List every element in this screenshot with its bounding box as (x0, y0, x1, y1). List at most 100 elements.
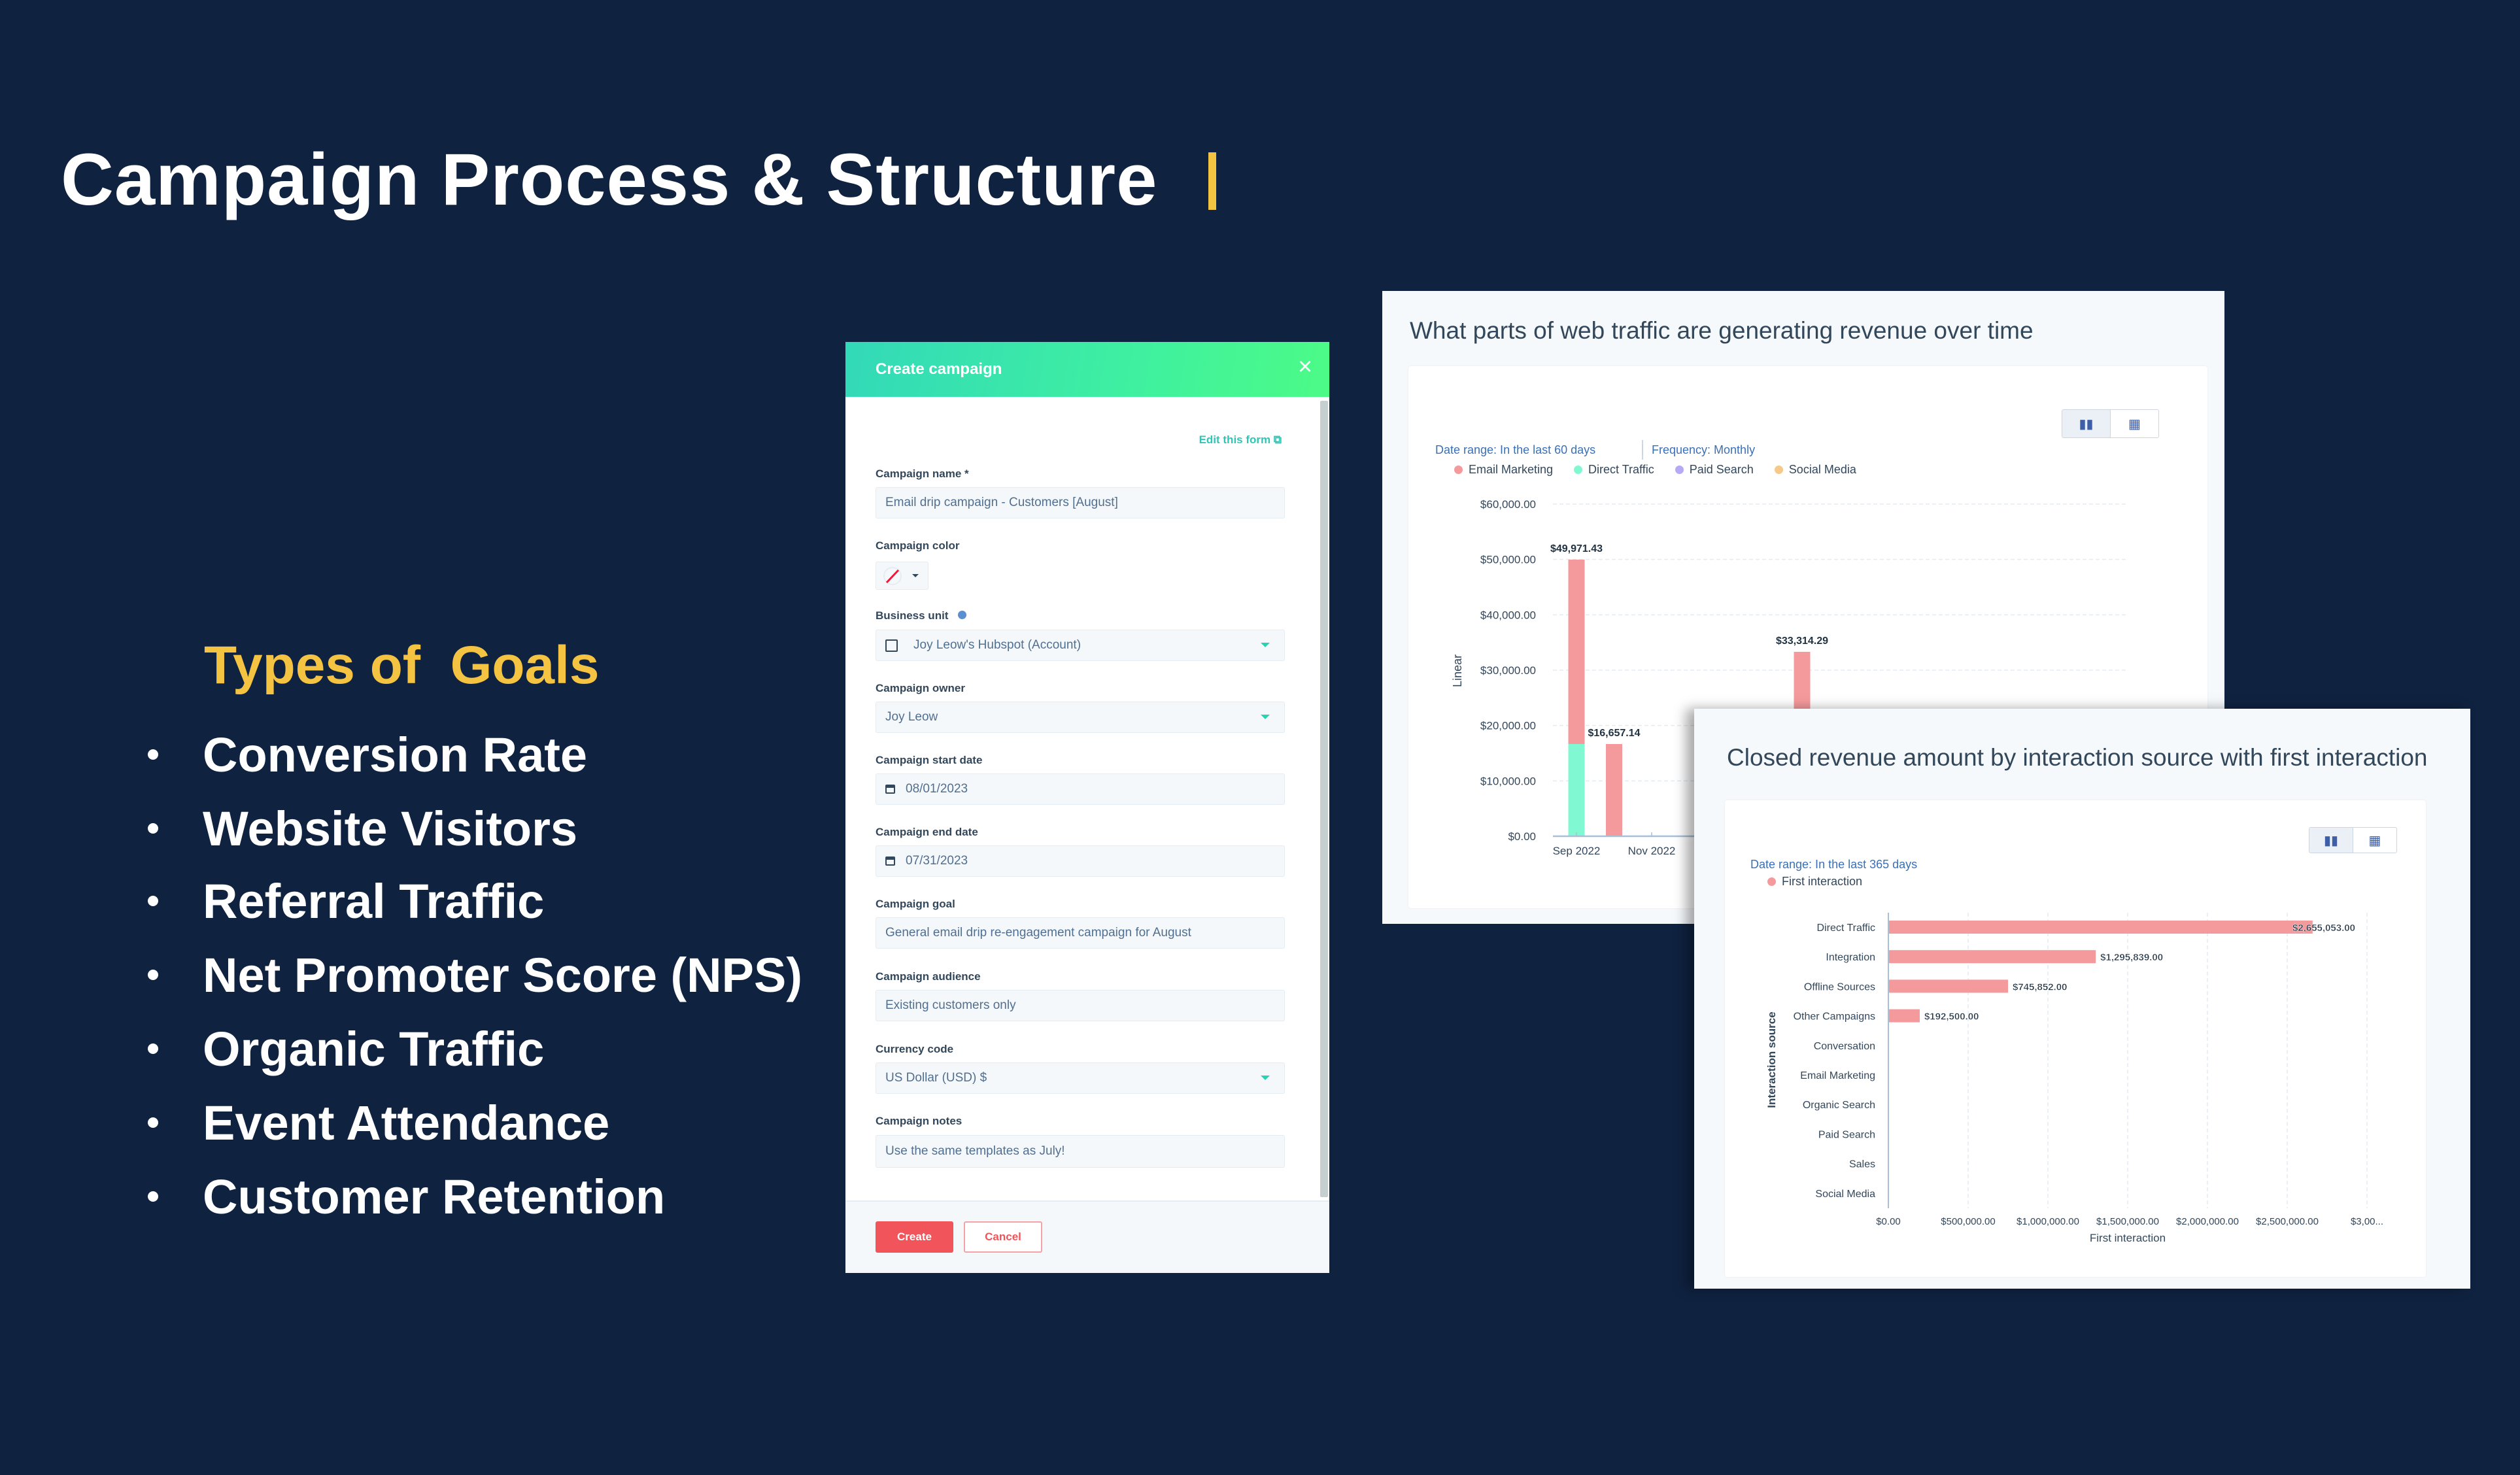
bullet-icon (148, 970, 158, 981)
bar-value-label: $33,314.29 (1776, 636, 1828, 647)
horizontal-bar-chart: $0.00$500,000.00$1,000,000.00$1,500,000.… (1765, 913, 2383, 1244)
campaign-name-value: Email drip campaign - Customers [August] (885, 496, 1118, 509)
campaign-goal-input[interactable]: General email drip re-engagement campaig… (876, 917, 1285, 949)
campaign-audience-label: Campaign audience (876, 970, 981, 983)
x-tick-label: $2,000,000.00 (2176, 1216, 2239, 1227)
external-link-icon: ⧉ (1273, 433, 1282, 446)
checkbox[interactable] (885, 639, 898, 652)
goal-item: Event Attendance (148, 1094, 609, 1153)
category-label: Organic Search (1803, 1100, 1875, 1111)
view-toggle: ▮▮ ▦ (2062, 409, 2159, 438)
x-tick-label: $1,500,000.00 (2096, 1216, 2159, 1227)
bar-first-interaction (1889, 979, 2008, 993)
goal-item: Organic Traffic (148, 1020, 544, 1079)
chart-view-icon[interactable]: ▮▮ (2309, 828, 2353, 853)
currency-code-value: US Dollar (USD) $ (885, 1071, 987, 1085)
goal-item: Website Visitors (148, 800, 577, 858)
y-tick-label: $10,000.00 (1480, 775, 1536, 787)
filter-divider (1642, 440, 1643, 460)
category-label: Paid Search (1818, 1129, 1875, 1140)
bar-first-interaction (1889, 1009, 1920, 1023)
campaign-owner-label: Campaign owner (876, 682, 965, 694)
dialog-footer: Create Cancel (845, 1200, 1329, 1273)
chart-card (1725, 800, 2426, 1277)
chevron-down-icon (1261, 715, 1270, 719)
chart-view-icon[interactable]: ▮▮ (2062, 410, 2111, 437)
start-date-value: 08/01/2023 (906, 782, 968, 796)
y-tick-label: $40,000.00 (1480, 609, 1536, 621)
x-tick-label: $2,500,000.00 (2256, 1216, 2319, 1227)
business-unit-select[interactable]: Joy Leow's Hubspot (Account) (876, 630, 1285, 661)
bar-first-interaction (1889, 921, 2313, 934)
edit-form-link[interactable]: Edit this form ⧉ (1199, 433, 1282, 447)
campaign-color-picker[interactable] (876, 562, 928, 590)
frequency-filter[interactable]: Frequency: Monthly (1652, 443, 1756, 456)
campaign-audience-value: Existing customers only (885, 998, 1016, 1012)
goal-label: Website Visitors (203, 802, 578, 856)
y-tick-label: $60,000.00 (1480, 498, 1536, 511)
goal-item: Referral Traffic (148, 872, 544, 931)
goal-item: Customer Retention (148, 1168, 665, 1227)
x-tick-label: $3,00... (2351, 1216, 2383, 1227)
legend-dot (1774, 466, 1783, 474)
date-range-filter[interactable]: Date range: In the last 60 days (1435, 443, 1596, 456)
create-button[interactable]: Create (876, 1221, 953, 1253)
y-tick-label: $30,000.00 (1480, 664, 1536, 677)
legend-label: Paid Search (1689, 463, 1754, 476)
y-axis-title: Linear (1451, 654, 1464, 687)
goal-label: Referral Traffic (203, 874, 545, 928)
start-date-input[interactable]: 08/01/2023 (876, 773, 1285, 805)
legend-dot (1574, 466, 1583, 474)
x-tick-label: $1,000,000.00 (2017, 1216, 2079, 1227)
scrollbar[interactable] (1320, 401, 1328, 1197)
business-unit-value: Joy Leow's Hubspot (Account) (913, 638, 1081, 652)
legend-label: Email Marketing (1469, 463, 1554, 476)
bar-email-marketing (1606, 743, 1622, 836)
report-title: Closed revenue amount by interaction sou… (1727, 744, 2428, 771)
bullet-icon (148, 1117, 158, 1128)
legend-label: Direct Traffic (1588, 463, 1654, 476)
chevron-down-icon (1261, 643, 1270, 647)
category-label: Conversation (1814, 1041, 1875, 1052)
bar-value-label: $192,500.00 (1924, 1011, 1979, 1023)
goal-label: Conversion Rate (203, 728, 588, 782)
close-icon[interactable]: × (1298, 353, 1313, 381)
goal-label: Event Attendance (203, 1096, 610, 1150)
x-tick-label: Nov 2022 (1628, 845, 1676, 857)
chart-legend: First interaction (1767, 875, 1862, 889)
bar-value-label: $2,655,053.00 (2292, 923, 2355, 934)
campaign-name-input[interactable]: Email drip campaign - Customers [August] (876, 487, 1285, 518)
end-date-input[interactable]: 07/31/2023 (876, 845, 1285, 877)
y-tick-label: $0.00 (1508, 830, 1536, 843)
chevron-down-icon (912, 574, 919, 577)
closed-revenue-report: Closed revenue amount by interaction sou… (1694, 709, 2470, 1289)
category-label: Email Marketing (1800, 1070, 1875, 1081)
x-axis-title: First interaction (2090, 1232, 2166, 1244)
y-tick-label: $50,000.00 (1480, 554, 1536, 566)
no-color-icon (883, 566, 902, 585)
bar-value-label: $1,295,839.00 (2100, 952, 2163, 963)
goal-label: Customer Retention (203, 1170, 666, 1224)
business-unit-label-text: Business unit (876, 609, 949, 622)
bar-direct-traffic (1568, 743, 1585, 836)
date-range-filter[interactable]: Date range: In the last 365 days (1750, 858, 1918, 871)
category-label: Integration (1826, 952, 1875, 963)
dialog-header: Create campaign × (845, 342, 1329, 397)
bullet-icon (148, 823, 158, 834)
bullet-icon (148, 1191, 158, 1202)
campaign-notes-input[interactable]: Use the same templates as July! (876, 1135, 1285, 1168)
campaign-audience-input[interactable]: Existing customers only (876, 990, 1285, 1021)
cancel-button[interactable]: Cancel (964, 1221, 1042, 1253)
legend-label: Social Media (1788, 463, 1856, 476)
currency-code-select[interactable]: US Dollar (USD) $ (876, 1062, 1285, 1094)
report-title: What parts of web traffic are generating… (1410, 317, 2034, 344)
table-view-icon[interactable]: ▦ (2128, 416, 2141, 432)
x-tick-label: Sep 2022 (1553, 845, 1601, 857)
goal-item: Net Promoter Score (NPS) (148, 946, 802, 1005)
campaign-owner-select[interactable]: Joy Leow (876, 702, 1285, 733)
edit-form-label: Edit this form (1199, 433, 1271, 446)
table-view-icon[interactable]: ▦ (2368, 833, 2381, 848)
calendar-icon (885, 856, 895, 866)
legend-label: First interaction (1782, 875, 1863, 888)
create-campaign-dialog: Create campaign × Edit this form ⧉ Campa… (845, 342, 1329, 1273)
